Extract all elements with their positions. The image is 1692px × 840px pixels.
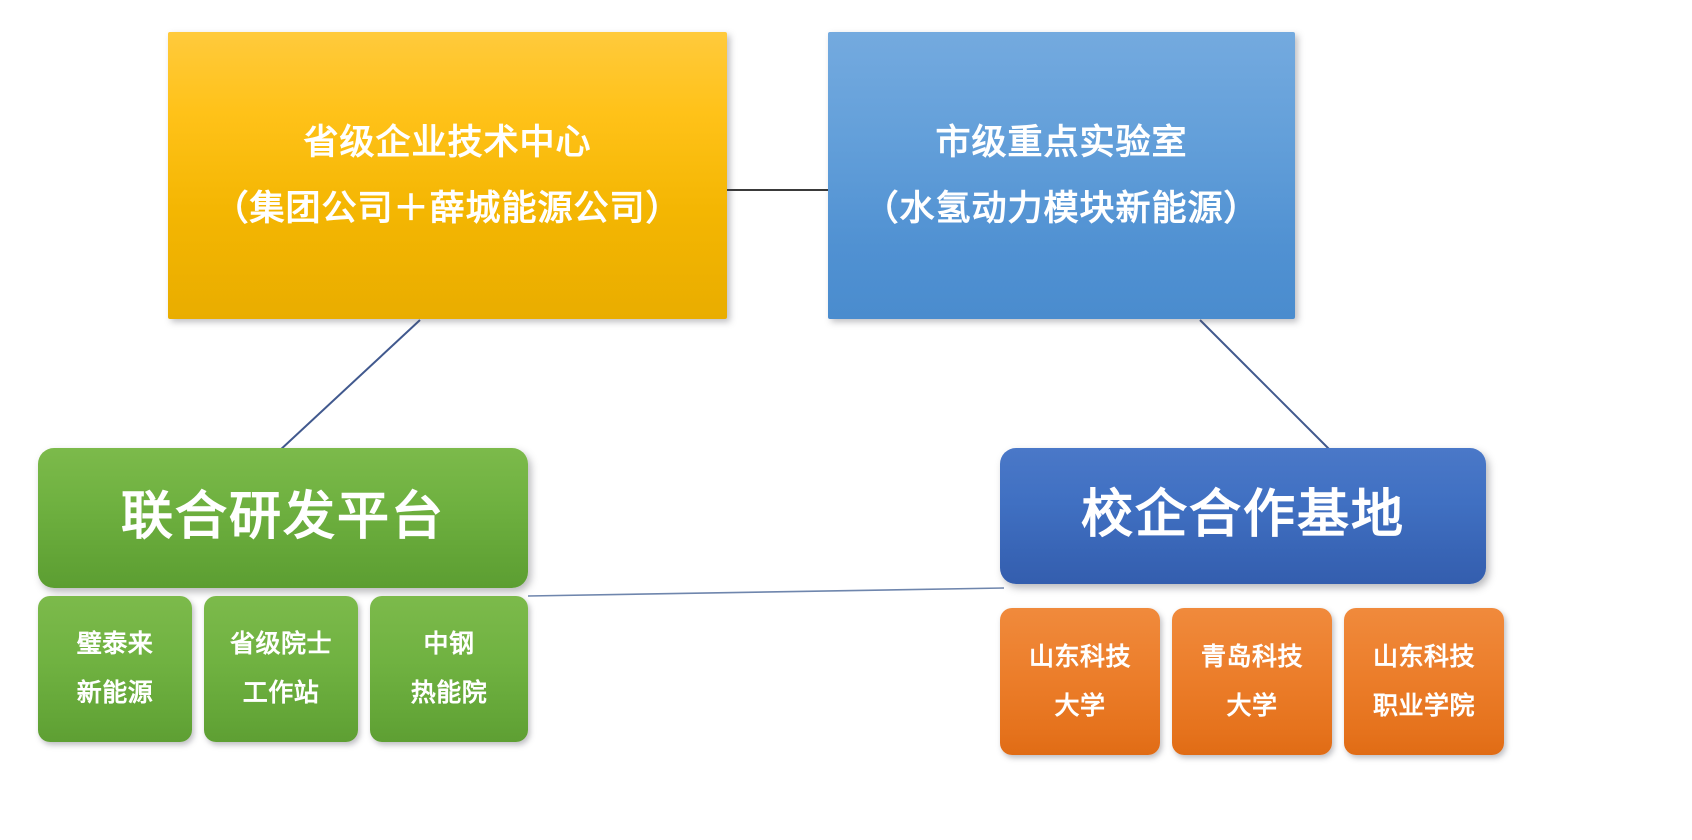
leaf-label-line2: 工作站 [242,679,320,707]
connector-center-to-joint-rd [277,319,421,453]
leaf-label-line1: 青岛科技 [1200,642,1303,671]
leaf-label-line2: 新能源 [76,679,154,707]
leaf-label-line2: 热能院 [410,679,488,707]
leaf-label-line2: 大学 [1226,691,1278,720]
connector-lab-to-school-enterprise [1199,319,1333,453]
leaf-label-line2: 职业学院 [1372,691,1475,720]
leaf-node-provincial-academician-workstation[interactable]: 省级院士 工作站 [204,596,358,742]
node-city-key-laboratory[interactable]: 市级重点实验室 （水氢动力模块新能源） [828,32,1295,319]
connector-joint-rd-to-school-enterprise [527,587,1005,597]
leaf-label-line1: 山东科技 [1028,642,1131,671]
node-joint-rd-platform[interactable]: 联合研发平台 [38,448,528,588]
leaf-label-line1: 中钢 [423,630,475,659]
leaf-node-shandong-university-of-science-and-technology[interactable]: 山东科技 大学 [1000,608,1160,755]
leaf-label-line1: 璧泰来 [76,630,154,659]
leaf-label-line1: 省级院士 [229,630,332,659]
leaf-node-shandong-vocational-college-of-science-and-technology[interactable]: 山东科技 职业学院 [1344,608,1504,755]
node-title: 联合研发平台 [120,488,445,547]
leaf-node-putailai-new-energy[interactable]: 璧泰来 新能源 [38,596,192,742]
node-title-line1: 市级重点实验室 [935,123,1188,163]
node-provincial-enterprise-tech-center[interactable]: 省级企业技术中心 （集团公司＋薛城能源公司） [168,32,727,319]
leaf-label-line1: 山东科技 [1372,642,1475,671]
node-title-line1: 省级企业技术中心 [303,123,592,163]
leaf-label-line2: 大学 [1054,691,1106,720]
node-school-enterprise-base[interactable]: 校企合作基地 [1000,448,1486,584]
leaf-node-qingdao-university-of-science-and-technology[interactable]: 青岛科技 大学 [1172,608,1332,755]
leaf-node-zhonggang-thermal-energy-institute[interactable]: 中钢 热能院 [370,596,528,742]
node-title-line2: （水氢动力模块新能源） [863,188,1260,228]
node-title: 校企合作基地 [1080,486,1405,545]
node-title-line2: （集团公司＋薛城能源公司） [213,188,682,228]
